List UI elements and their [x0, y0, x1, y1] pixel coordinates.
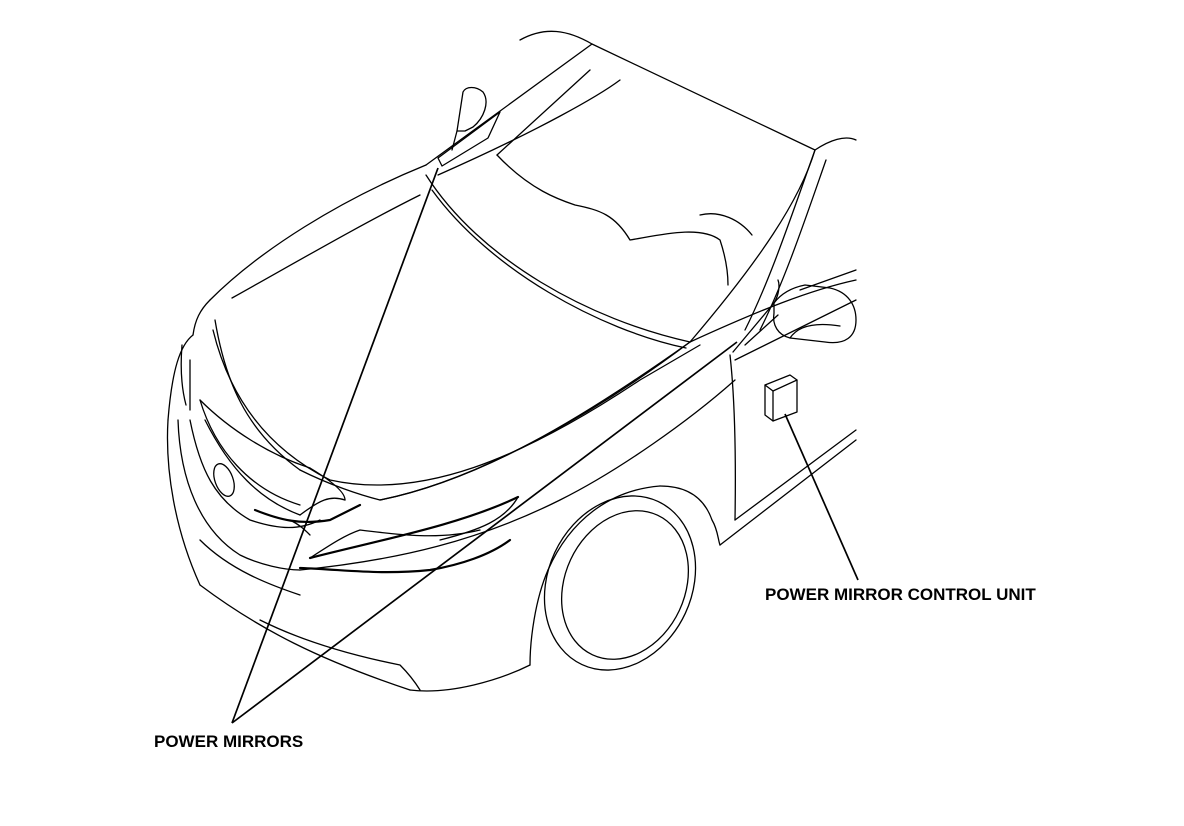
- power-mirrors-label: POWER MIRRORS: [154, 732, 304, 751]
- fender: [299, 279, 857, 666]
- power-mirror-control-unit: [764, 374, 798, 422]
- headlight: [298, 495, 520, 574]
- windshield: [425, 30, 816, 349]
- leader-lines: [231, 167, 859, 724]
- front-wheel: [543, 495, 697, 671]
- power-mirror-control-unit-label: POWER MIRROR CONTROL UNIT: [765, 585, 1036, 604]
- fog-light: [213, 463, 235, 497]
- roof-edge: [744, 137, 857, 331]
- grille: [199, 399, 362, 536]
- right-power-mirror: [732, 279, 857, 353]
- left-power-mirror: [437, 86, 501, 167]
- front-bumper: [166, 334, 531, 692]
- hood: [192, 164, 701, 501]
